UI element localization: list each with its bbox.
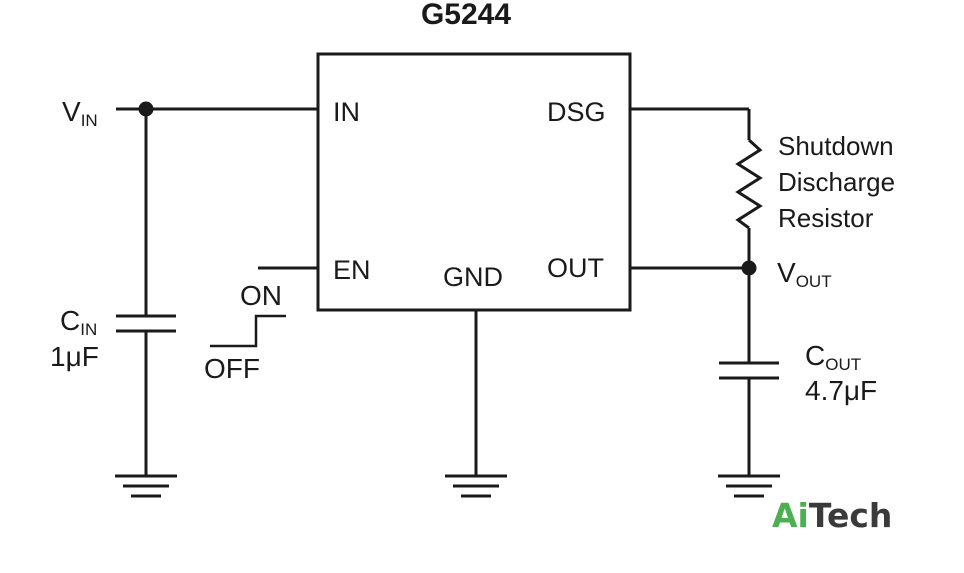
- pin-en-label: EN: [333, 255, 371, 285]
- chip-ground-symbol: [445, 474, 507, 498]
- en-off-label: OFF: [204, 353, 260, 384]
- resistor-label-line1: Shutdown: [778, 131, 894, 161]
- resistor-label-line2: Discharge: [778, 167, 895, 197]
- pin-in-label: IN: [333, 97, 360, 127]
- cout-label: COUT: [805, 340, 861, 374]
- resistor-label-line3: Resistor: [778, 203, 874, 233]
- chip-title: G5244: [421, 0, 511, 31]
- en-on-label: ON: [240, 280, 282, 311]
- chip-body: [316, 52, 632, 312]
- pin-gnd-label: GND: [443, 262, 503, 292]
- vout-label: VOUT: [777, 257, 832, 291]
- watermark-part2: Tech: [809, 496, 893, 535]
- discharge-resistor: [735, 138, 763, 230]
- cin-value: 1μF: [50, 341, 99, 372]
- watermark-part1: Ai: [772, 496, 809, 535]
- vin-label: VIN: [62, 96, 98, 130]
- en-step-signal: [210, 314, 286, 348]
- pin-out-label: OUT: [547, 253, 604, 283]
- pin-dsg-label: DSG: [547, 97, 606, 127]
- cout-value: 4.7μF: [805, 375, 877, 406]
- cin-label: CIN: [60, 305, 97, 339]
- watermark-logo: AiTech: [772, 496, 892, 535]
- cout-ground-symbol: [718, 474, 780, 498]
- cin-ground-symbol: [115, 474, 177, 498]
